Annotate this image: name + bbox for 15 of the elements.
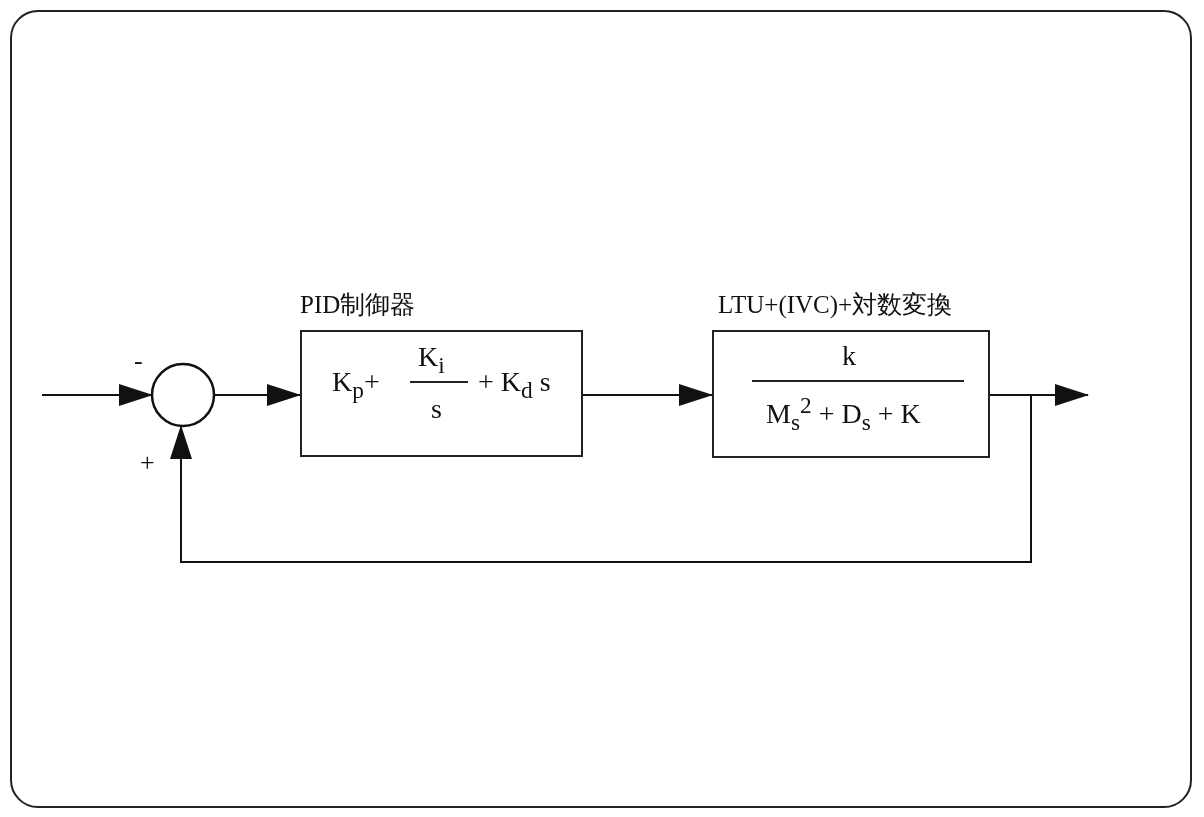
denominator: s	[431, 395, 442, 423]
sign-label: +	[140, 450, 155, 476]
arrow	[41, 384, 153, 406]
sign-label: -	[134, 348, 143, 374]
block-heading: LTU+(IVC)+対数変換	[718, 290, 953, 321]
summing-junction	[150, 362, 216, 428]
denominator: M$_{s}$$^{2}$ + D$_{s}$ + K	[766, 394, 921, 435]
formula-term: K$_{p}$+	[332, 368, 380, 402]
block-heading: PID制御器	[300, 290, 416, 320]
numerator: k	[842, 342, 856, 370]
feedback-arrow	[170, 394, 1032, 563]
arrow	[213, 384, 301, 406]
numerator: K$_{i}$	[418, 343, 445, 377]
formula-term: + K$_{d}$ s	[478, 368, 551, 402]
arrow	[582, 384, 713, 406]
